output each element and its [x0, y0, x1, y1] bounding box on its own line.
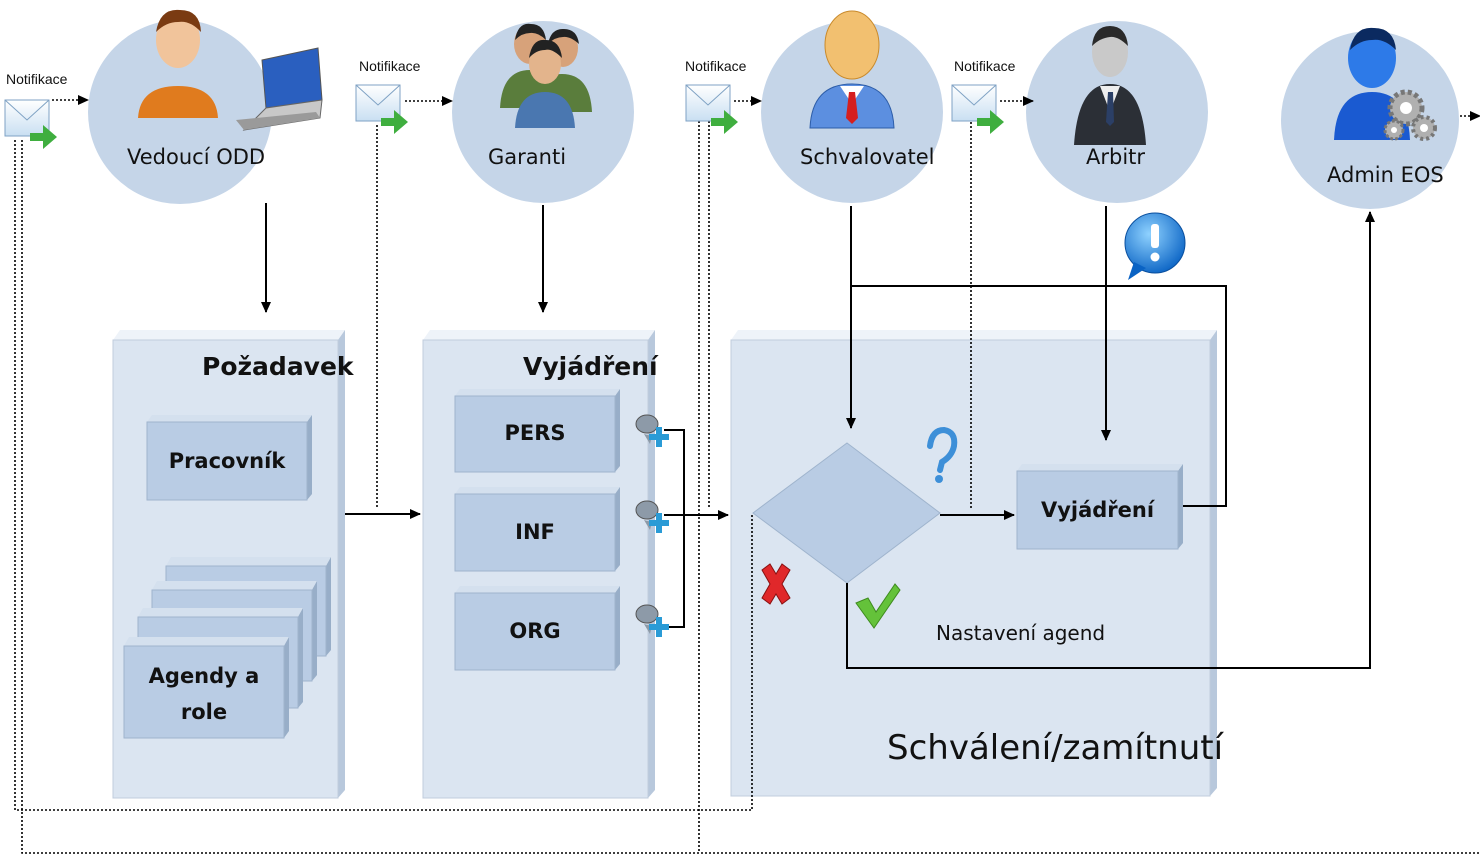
arbitr-icon [1074, 26, 1146, 145]
vyjadreni-title: Vyjádření [523, 352, 658, 381]
schvaleni-title: Schválení/zamítnutí [887, 728, 1224, 768]
laptop-icon [236, 47, 323, 131]
actor-admin: Admin EOS [1327, 163, 1444, 187]
notification-label-4: Notifikace [954, 58, 1016, 74]
schvaleni-vyjadreni-box [1016, 464, 1183, 550]
pracovnik-label: Pracovník [168, 449, 286, 473]
org-box [454, 586, 620, 671]
schvalovatel-icon [809, 10, 895, 129]
envelope-icon-2 [355, 84, 408, 134]
comment-add-icon-1 [635, 414, 669, 447]
cross-icon [761, 563, 791, 605]
agendy-label-line2: role [180, 700, 228, 724]
admin-icon [1334, 27, 1437, 141]
group-icon [500, 23, 592, 128]
actor-garanti: Garanti [488, 145, 567, 169]
envelope-icon-3 [685, 84, 738, 134]
schvaleni-vyjadreni-label: Vyjádření [1040, 498, 1155, 522]
actor-schvalovatel: Schvalovatel [800, 145, 935, 169]
person-icon [138, 9, 218, 118]
nastaveni-agend-label: Nastavení agend [936, 621, 1106, 645]
comment-add-icon-2 [635, 500, 669, 533]
exclamation-bubble-icon [1124, 212, 1186, 280]
comment-add-icon-3 [635, 604, 669, 637]
agendy-stack [123, 557, 331, 739]
inf-box [454, 487, 620, 572]
question-icon [927, 426, 958, 483]
pers-label: PERS [504, 421, 566, 445]
inf-label: INF [515, 520, 555, 544]
checkmark-icon [855, 583, 901, 629]
notification-label-2: Notifikace [359, 58, 421, 74]
envelope-icon-1 [4, 99, 57, 149]
pracovnik-box [146, 415, 312, 501]
pers-box [454, 389, 620, 473]
pozadavek-title: Požadavek [202, 352, 354, 381]
agendy-label-line1: Agendy a [148, 664, 260, 688]
envelope-icon-4 [951, 84, 1004, 134]
notification-label-3: Notifikace [685, 58, 747, 74]
actor-arbitr: Arbitr [1086, 145, 1146, 169]
schvaleni-box [730, 330, 1217, 797]
org-label: ORG [509, 619, 561, 643]
notification-label-1: Notifikace [6, 71, 68, 87]
actor-vedouci: Vedoucí ODD [127, 145, 266, 169]
